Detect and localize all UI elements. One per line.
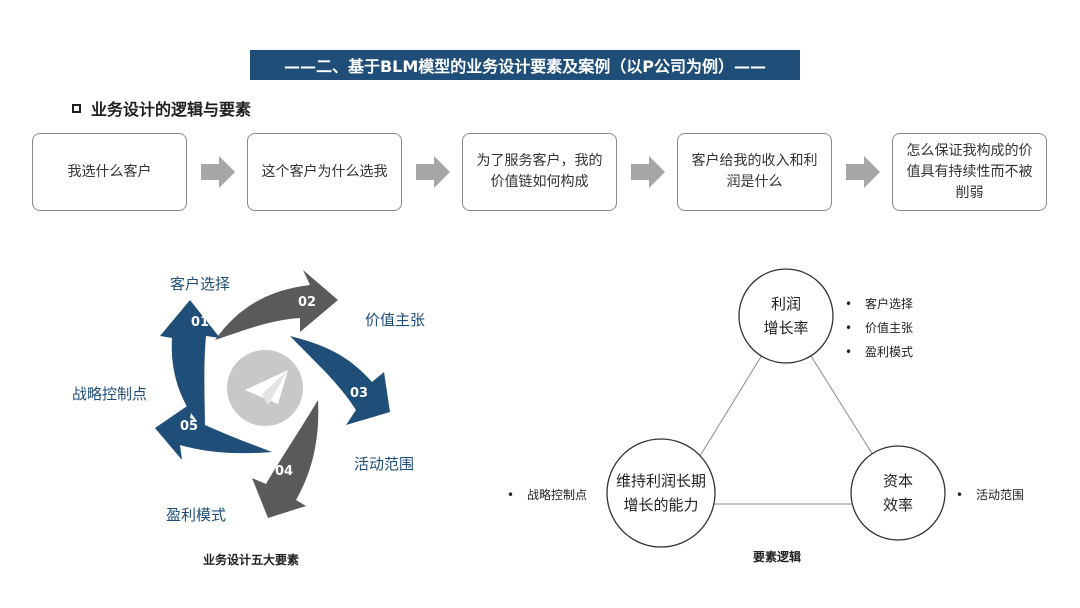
square-bullet-icon (72, 103, 81, 113)
cycle-arrow-03 (290, 336, 390, 425)
cycle-label-01: 客户选择 (170, 275, 231, 293)
cycle-arrow-02 (215, 270, 338, 340)
section-heading: 业务设计的逻辑与要素 (72, 96, 251, 120)
triangle-node-right (850, 445, 946, 541)
node-top-text: 利润 增长率 (763, 295, 809, 337)
flow-step-text: 我选什么客户 (67, 163, 152, 180)
cycle-number-01: 01 (191, 315, 209, 330)
triangle-node-left (606, 438, 716, 548)
top-bullet-1: 客户选择 (845, 295, 913, 312)
cycle-label-04: 盈利模式 (166, 506, 227, 524)
arrow-right-icon (631, 156, 665, 188)
triangle-caption: 要素逻辑 (753, 550, 802, 564)
triangle-node-top (738, 268, 834, 364)
cycle-label-03: 活动范围 (354, 455, 415, 473)
cycle-caption: 业务设计五大要素 (203, 553, 300, 567)
flow-step-text: 这个客户为什么选我 (261, 163, 388, 180)
flow-step-text: 客户给我的收入和利润是什么 (691, 153, 818, 190)
flow-step-2: 这个客户为什么选我 (247, 133, 402, 211)
section-title: 业务设计的逻辑与要素 (91, 100, 252, 119)
cycle-arrow-05 (155, 402, 272, 460)
banner-title: ——二、基于BLM模型的业务设计要素及案例（以P公司为例）—— (283, 57, 767, 76)
cycle-number-05: 05 (180, 419, 198, 434)
arrow-right-icon (201, 156, 235, 188)
flow-step-5: 怎么保证我构成的价值具有持续性而不被削弱 (892, 133, 1047, 211)
flow-step-text: 为了服务客户，我的价值链如何构成 (476, 153, 603, 190)
cycle-number-02: 02 (298, 295, 316, 310)
node-right-text: 资本 效率 (882, 472, 913, 514)
cycle-number-03: 03 (350, 386, 368, 401)
arrow-right-icon (846, 156, 880, 188)
left-bullet-1: 战略控制点 (507, 486, 587, 503)
flow-step-1: 我选什么客户 (32, 133, 187, 211)
cycle-number-04: 04 (275, 464, 293, 479)
flow-step-text: 怎么保证我构成的价值具有持续性而不被削弱 (906, 142, 1033, 201)
top-bullet-3: 盈利模式 (845, 343, 913, 360)
right-bullet-1: 活动范围 (956, 486, 1024, 503)
flow-step-4: 客户给我的收入和利润是什么 (677, 133, 832, 211)
cycle-label-02: 价值主张 (365, 311, 426, 329)
title-banner: ——二、基于BLM模型的业务设计要素及案例（以P公司为例）—— (250, 50, 800, 80)
flow-step-3: 为了服务客户，我的价值链如何构成 (462, 133, 617, 211)
cycle-arrow-01 (160, 300, 220, 430)
node-left-text: 维持利润长期 增长的能力 (615, 472, 706, 514)
cycle-label-05: 战略控制点 (72, 385, 148, 403)
paper-plane-icon (245, 370, 288, 405)
cycle-arrow-04 (252, 400, 319, 518)
arrow-right-icon (416, 156, 450, 188)
top-bullet-2: 价值主张 (845, 319, 913, 336)
